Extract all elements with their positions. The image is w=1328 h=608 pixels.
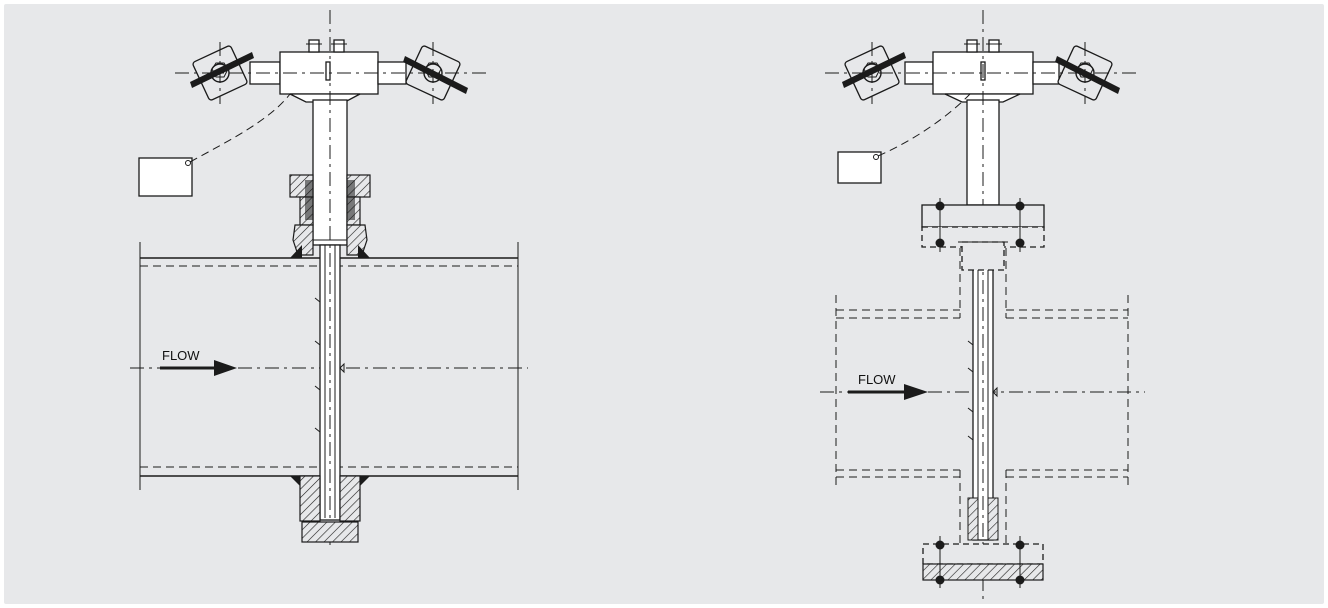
- right-drawing-flanged-mount: FLOW: [820, 10, 1145, 600]
- left-tag-plate: [138, 93, 291, 197]
- left-compression-fitting: [289, 174, 371, 258]
- drawing-background: [4, 4, 1324, 604]
- left-drawing-compression-fitting: FLOW: [130, 10, 528, 550]
- left-flow-arrow: [160, 360, 237, 376]
- right-flow-label: FLOW: [858, 372, 896, 387]
- left-probe-stem: [312, 10, 348, 550]
- left-probe-head: [175, 39, 490, 104]
- right-bottom-flange: [922, 536, 1044, 588]
- left-bottom-fitting: [290, 475, 370, 543]
- right-tag-plate: [837, 93, 971, 184]
- right-flow-arrow: [848, 384, 928, 400]
- left-flow-label: FLOW: [162, 348, 200, 363]
- right-top-flange: [921, 198, 1045, 271]
